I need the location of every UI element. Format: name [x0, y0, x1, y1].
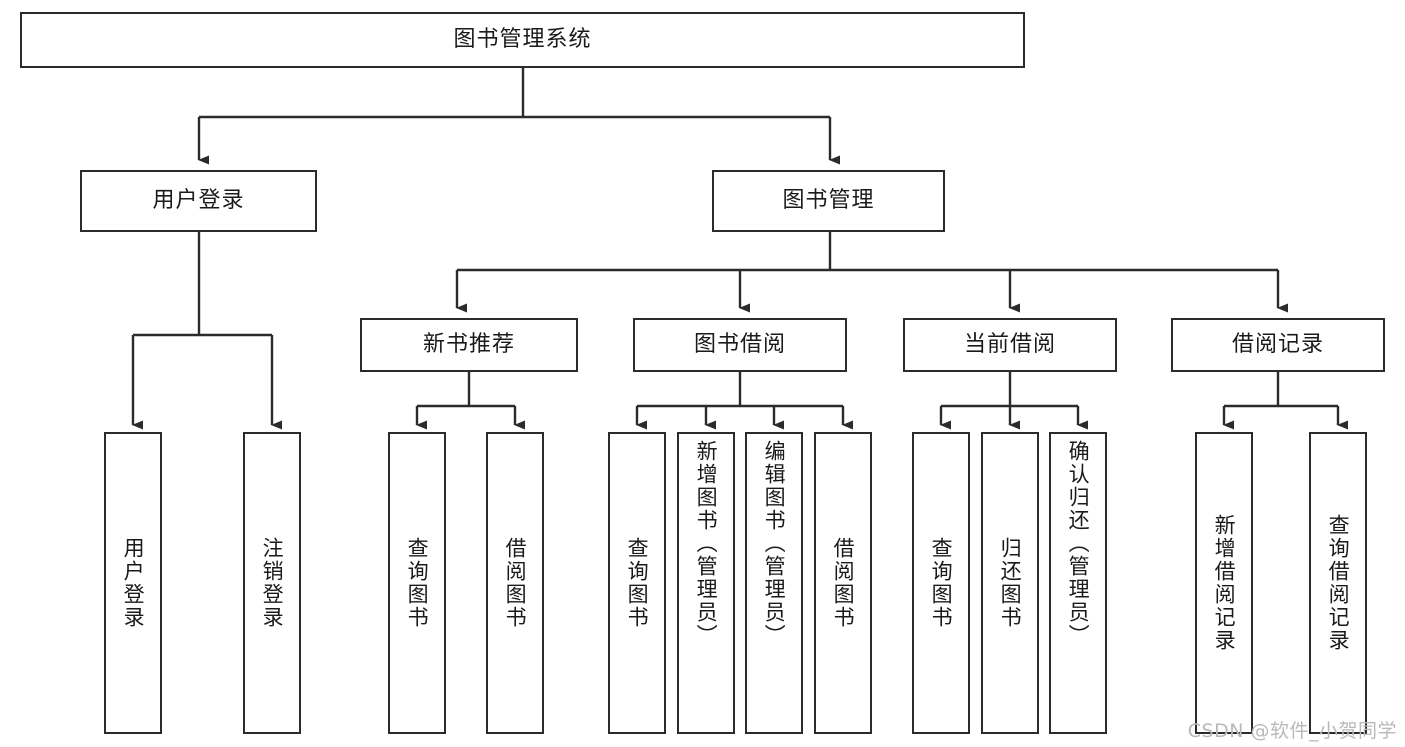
- leaf-borrow-record-add[interactable]: 新增借阅记录: [1195, 432, 1253, 734]
- leaf-logout[interactable]: 注销登录: [243, 432, 301, 734]
- leaf-current-borrow-query-label: 查询图书: [929, 537, 954, 629]
- node-user-login[interactable]: 用户登录: [80, 170, 317, 232]
- leaf-current-borrow-confirm-label: 确认归还（管理员）: [1066, 440, 1091, 647]
- leaf-book-borrow-query[interactable]: 查询图书: [608, 432, 666, 734]
- node-root-label: 图书管理系统: [453, 26, 592, 52]
- leaf-book-borrow-edit-label: 编辑图书（管理员）: [762, 440, 787, 647]
- node-current-borrow-label: 当前借阅: [963, 331, 1056, 357]
- leaf-book-borrow-query-label: 查询图书: [625, 537, 650, 629]
- leaf-user-login-label: 用户登录: [121, 537, 146, 629]
- leaf-new-book-query[interactable]: 查询图书: [388, 432, 446, 734]
- leaf-borrow-record-query[interactable]: 查询借阅记录: [1309, 432, 1367, 734]
- leaf-book-borrow-edit[interactable]: 编辑图书（管理员）: [745, 432, 803, 734]
- leaf-book-borrow-borrow[interactable]: 借阅图书: [814, 432, 872, 734]
- leaf-current-borrow-return[interactable]: 归还图书: [981, 432, 1039, 734]
- node-root[interactable]: 图书管理系统: [20, 12, 1025, 68]
- node-book-management[interactable]: 图书管理: [712, 170, 945, 232]
- node-new-book-recommend[interactable]: 新书推荐: [360, 318, 578, 372]
- node-book-borrow-label: 图书借阅: [693, 331, 786, 357]
- watermark: CSDN @软件_小贺同学: [1187, 720, 1397, 742]
- node-current-borrow[interactable]: 当前借阅: [903, 318, 1117, 372]
- node-book-management-label: 图书管理: [782, 187, 875, 213]
- leaf-book-borrow-add-label: 新增图书（管理员）: [694, 440, 719, 647]
- leaf-borrow-record-query-label: 查询借阅记录: [1326, 514, 1351, 652]
- leaf-book-borrow-add[interactable]: 新增图书（管理员）: [677, 432, 735, 734]
- leaf-borrow-record-add-label: 新增借阅记录: [1212, 514, 1237, 652]
- node-borrow-record[interactable]: 借阅记录: [1171, 318, 1385, 372]
- leaf-current-borrow-confirm[interactable]: 确认归还（管理员）: [1049, 432, 1107, 734]
- node-book-borrow[interactable]: 图书借阅: [633, 318, 847, 372]
- leaf-book-borrow-borrow-label: 借阅图书: [831, 537, 856, 629]
- node-user-login-label: 用户登录: [152, 187, 245, 213]
- leaf-logout-label: 注销登录: [260, 537, 285, 629]
- node-new-book-recommend-label: 新书推荐: [422, 331, 515, 357]
- leaf-new-book-borrow-label: 借阅图书: [503, 537, 528, 629]
- leaf-user-login[interactable]: 用户登录: [104, 432, 162, 734]
- leaf-current-borrow-return-label: 归还图书: [998, 537, 1023, 629]
- leaf-new-book-query-label: 查询图书: [405, 537, 430, 629]
- leaf-current-borrow-query[interactable]: 查询图书: [912, 432, 970, 734]
- leaf-new-book-borrow[interactable]: 借阅图书: [486, 432, 544, 734]
- node-borrow-record-label: 借阅记录: [1231, 331, 1324, 357]
